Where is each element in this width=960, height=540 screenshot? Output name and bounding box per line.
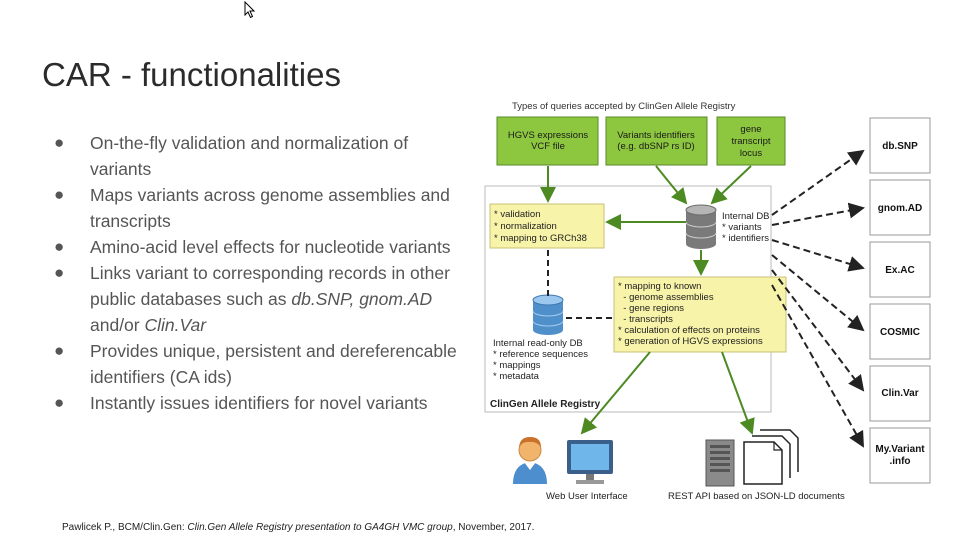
query-box-line: transcript <box>731 136 770 147</box>
bullet-dot-icon: ● <box>54 185 65 204</box>
external-db-gnomad: gnom.AD <box>869 179 931 236</box>
db-line: Internal read-only DB <box>493 338 583 349</box>
query-box-line: locus <box>740 148 762 159</box>
external-databases: db.SNP gnom.AD Ex.AC COSMIC Clin.Var My.… <box>869 117 931 484</box>
external-db-exac: Ex.AC <box>869 241 931 298</box>
bullet-dot-icon: ● <box>54 263 65 282</box>
bullet-dot-icon: ● <box>54 133 65 152</box>
bullet-dot-icon: ● <box>54 393 65 412</box>
readonly-connectors <box>547 250 614 319</box>
bullet-text: Maps variants across genome assemblies a… <box>90 185 450 231</box>
svg-text:gnom.AD: gnom.AD <box>878 203 922 214</box>
bullet-text: Instantly issues identifiers for novel v… <box>90 393 428 413</box>
external-db-cosmic: COSMIC <box>869 303 931 360</box>
bullet-list: ● On-the-fly validation and normalization… <box>50 130 460 416</box>
svg-text:Ex.AC: Ex.AC <box>885 265 914 276</box>
db-line: Internal DB <box>722 211 770 222</box>
server-icon <box>705 439 735 487</box>
external-db-myvariant: My.Variant .info <box>869 427 931 484</box>
citation: Pawlicek P., BCM/Clin.Gen: Clin.Gen Alle… <box>62 522 534 533</box>
bullet-item: ● Amino-acid level effects for nucleotide… <box>50 234 460 260</box>
external-links <box>771 149 865 448</box>
bullet-item: ● On-the-fly validation and normalization… <box>50 130 460 182</box>
external-db-clinvar: Clin.Var <box>869 365 931 422</box>
query-box-gene: gene transcript locus <box>716 116 786 166</box>
bullet-text: On-the-fly validation and normalization … <box>90 133 409 179</box>
data-flow-arrows <box>540 165 755 435</box>
note-line: * validation <box>494 209 540 220</box>
bullet-item: ● Maps variants across genome assemblies … <box>50 182 460 234</box>
rest-api-label: REST API based on JSON-LD documents <box>668 491 845 502</box>
citation-suffix: , November, 2017. <box>452 522 535 533</box>
note-line: - genome assemblies <box>618 292 714 303</box>
bullet-italic-text: Clin.Var <box>144 315 207 335</box>
documents-icon <box>743 429 799 485</box>
bullet-dot-icon: ● <box>54 237 65 256</box>
svg-text:Clin.Var: Clin.Var <box>881 388 918 399</box>
db-line: * mappings <box>493 360 541 371</box>
note-line: * generation of HGVS expressions <box>618 336 763 347</box>
db-line: * variants <box>722 222 762 233</box>
note-line: * mapping to known <box>618 281 701 292</box>
web-ui-label: Web User Interface <box>546 491 628 502</box>
query-box-line: (e.g. dbSNP rs ID) <box>617 141 694 152</box>
bullet-item: ● Provides unique, persistent and derefer… <box>50 338 460 390</box>
monitor-icon <box>567 440 613 484</box>
mouse-cursor-icon <box>244 1 256 19</box>
mapping-notes: * mapping to known - genome assemblies -… <box>613 276 787 353</box>
svg-text:db.SNP: db.SNP <box>882 141 918 152</box>
bullet-item: ● Instantly issues identifiers for novel … <box>50 390 460 416</box>
user-icon <box>513 437 547 484</box>
db-line: * identifiers <box>722 233 769 244</box>
db-line: * metadata <box>493 371 540 382</box>
query-box-hgvs: HGVS expressions VCF file <box>496 116 599 166</box>
query-box-identifiers: Variants identifiers (e.g. dbSNP rs ID) <box>605 116 708 166</box>
note-line: * normalization <box>494 221 557 232</box>
queries-header: Types of queries accepted by ClinGen All… <box>512 101 736 112</box>
bullet-text: Provides unique, persistent and derefere… <box>90 341 457 387</box>
note-line: - gene regions <box>618 303 684 314</box>
bullet-text: Amino-acid level effects for nucleotide … <box>90 237 451 257</box>
note-line: * calculation of effects on proteins <box>618 325 760 336</box>
bullet-item: ● Links variant to corresponding records … <box>50 260 460 338</box>
readonly-db: Internal read-only DB * reference sequen… <box>493 294 588 382</box>
note-line: - transcripts <box>618 314 673 325</box>
validation-notes: * validation * normalization * mapping t… <box>489 203 605 249</box>
query-box-line: VCF file <box>531 141 565 152</box>
citation-prefix: Pawlicek P., BCM/Clin.Gen: <box>62 522 188 533</box>
db-line: * reference sequences <box>493 349 588 360</box>
database-icon <box>532 294 564 335</box>
registry-label: ClinGen Allele Registry <box>490 399 601 410</box>
bullet-italic-text: db.SNP, <box>291 289 355 309</box>
query-box-line: Variants identifiers <box>617 130 695 141</box>
external-db-dbsnp: db.SNP <box>869 117 931 174</box>
citation-title: Clin.Gen Allele Registry presentation to… <box>187 522 453 533</box>
query-box-line: gene <box>740 124 761 135</box>
bullet-text: Links variant to corresponding records i… <box>90 263 450 309</box>
svg-text:My.Variant: My.Variant <box>875 444 925 455</box>
bullet-dot-icon: ● <box>54 341 65 360</box>
note-line: * mapping to GRCh38 <box>494 233 587 244</box>
slide-title: CAR - functionalities <box>42 56 341 93</box>
internal-db: Internal DB * variants * identifiers <box>685 204 770 249</box>
bullet-text: and/or <box>90 315 145 335</box>
database-icon <box>685 204 717 249</box>
query-box-line: HGVS expressions <box>508 130 589 141</box>
svg-text:COSMIC: COSMIC <box>880 327 920 338</box>
svg-text:.info: .info <box>889 456 910 467</box>
car-architecture-diagram: Types of queries accepted by ClinGen All… <box>484 101 931 502</box>
bullet-italic-text: gnom.AD <box>359 289 433 309</box>
